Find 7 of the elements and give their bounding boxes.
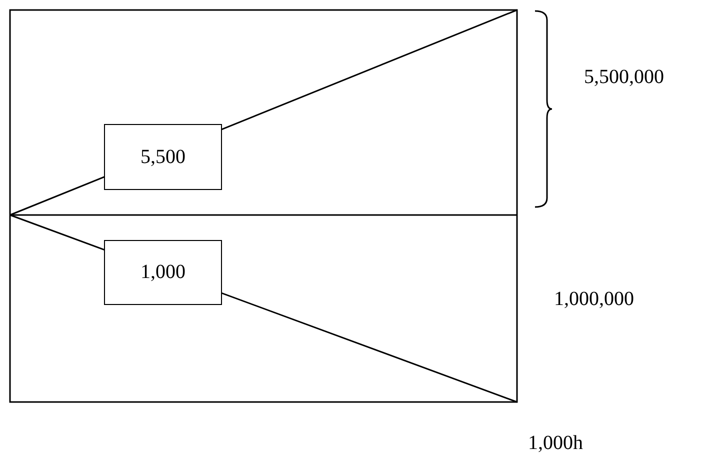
value-text: 1,000 (140, 261, 186, 284)
value-text: 5,500 (140, 146, 186, 168)
value-box (104, 124, 222, 190)
axis-value-label: 1,000,000 (554, 288, 634, 311)
value-box (104, 240, 222, 305)
axis-value-label: 5,500,000 (584, 66, 664, 89)
axis-value-label: 1,000h (528, 432, 583, 454)
